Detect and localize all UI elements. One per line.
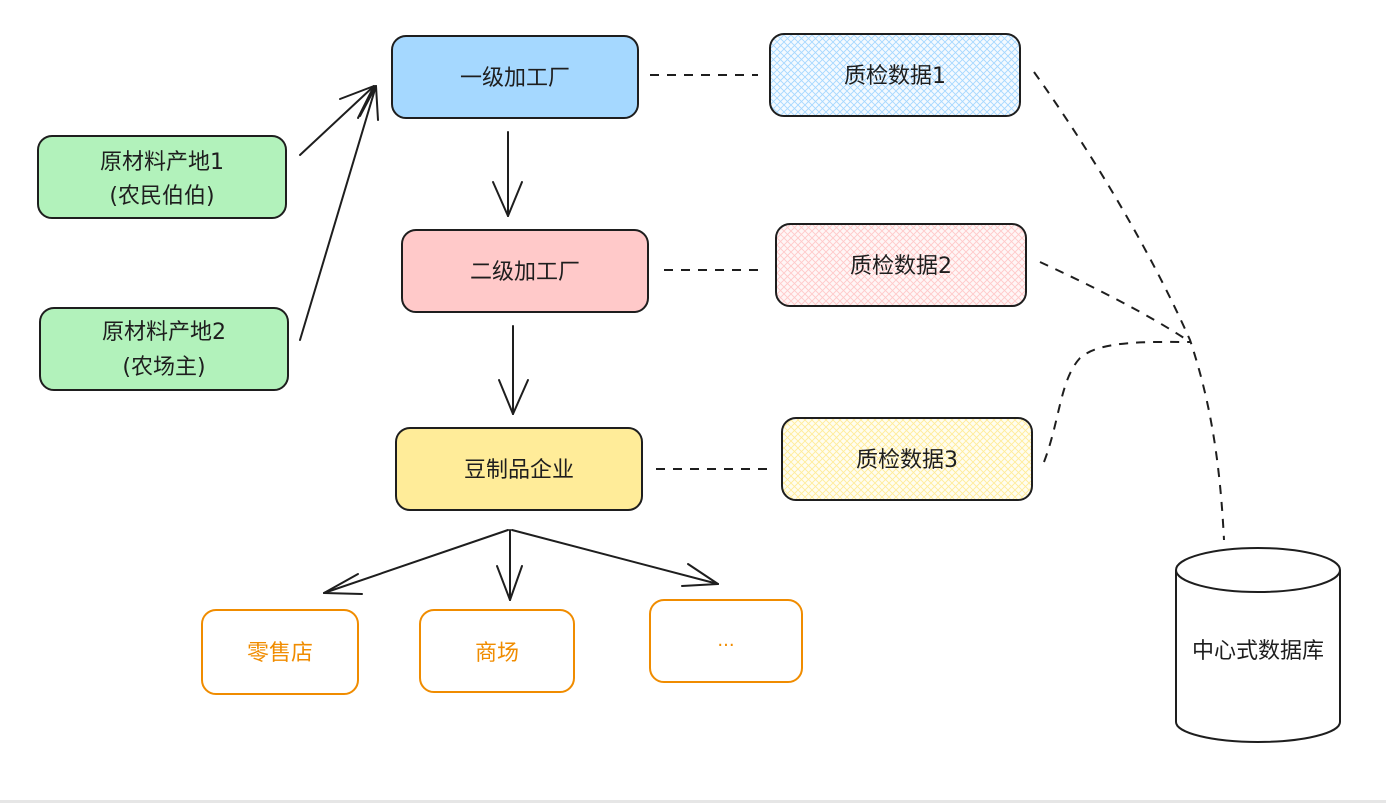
arrow-raw2-to-factory1 (299, 85, 379, 341)
mall-box (419, 609, 575, 693)
arrow-enterprise-to-mall (496, 529, 523, 601)
database-top (1175, 547, 1341, 593)
central-database-node[interactable]: 中心式数据库 (1175, 547, 1341, 743)
qc-data-3-node[interactable]: 质检数据3 (781, 417, 1033, 501)
database-body (1175, 570, 1341, 743)
factory-1-node[interactable]: 一级加工厂 (391, 35, 639, 119)
bottom-divider (0, 800, 1386, 803)
link-qc3-to-database (1043, 340, 1191, 463)
raw-source-1-node[interactable]: 原材料产地1 (农民伯伯) (37, 135, 287, 219)
factory-2-node[interactable]: 二级加工厂 (401, 229, 649, 313)
retail-store-label: 零售店 (247, 641, 313, 666)
factory-2-label: 二级加工厂 (470, 260, 580, 285)
link-qc1-to-database (1033, 71, 1225, 541)
arrow-factory1-to-factory2 (492, 131, 523, 217)
link-qc2-to-database (1039, 261, 1191, 343)
enterprise-box (395, 427, 643, 511)
arrow-enterprise-to-more (511, 529, 719, 587)
retail-store-box (201, 609, 359, 695)
mall-node[interactable]: 商场 (419, 609, 575, 693)
raw-source-2-subtitle: (农场主) (122, 355, 205, 380)
raw-source-1-subtitle: (农民伯伯) (109, 184, 214, 209)
retail-store-node[interactable]: 零售店 (201, 609, 359, 695)
arrow-enterprise-to-retail (323, 529, 509, 595)
mall-label: 商场 (475, 641, 519, 666)
qc-data-3-label: 质检数据3 (856, 448, 958, 473)
raw-source-2-node[interactable]: 原材料产地2 (农场主) (39, 307, 289, 391)
qc-data-2-label: 质检数据2 (850, 254, 952, 279)
database-label: 中心式数据库 (1192, 639, 1324, 664)
qc-data-2-box (775, 223, 1027, 307)
factory-2-box (401, 229, 649, 313)
more-channels-label: ... (717, 630, 734, 651)
raw-source-2-box (39, 307, 289, 391)
qc-data-1-box (769, 33, 1021, 117)
raw-source-1-title: 原材料产地1 (100, 150, 224, 175)
enterprise-node[interactable]: 豆制品企业 (395, 427, 643, 511)
arrow-factory2-to-enterprise (498, 325, 529, 415)
factory-1-label: 一级加工厂 (460, 66, 570, 91)
qc-data-3-box (781, 417, 1033, 501)
raw-source-1-box (37, 135, 287, 219)
qc-data-1-node[interactable]: 质检数据1 (769, 33, 1021, 117)
arrow-raw1-to-factory1 (299, 85, 375, 156)
links-qc-to-database (1033, 71, 1225, 541)
qc-data-2-node[interactable]: 质检数据2 (775, 223, 1027, 307)
enterprise-label: 豆制品企业 (464, 458, 574, 483)
factory-1-box (391, 35, 639, 119)
more-channels-node[interactable]: ... (649, 599, 803, 683)
raw-source-2-title: 原材料产地2 (102, 320, 226, 345)
more-channels-box (649, 599, 803, 683)
qc-data-1-label: 质检数据1 (844, 64, 946, 89)
